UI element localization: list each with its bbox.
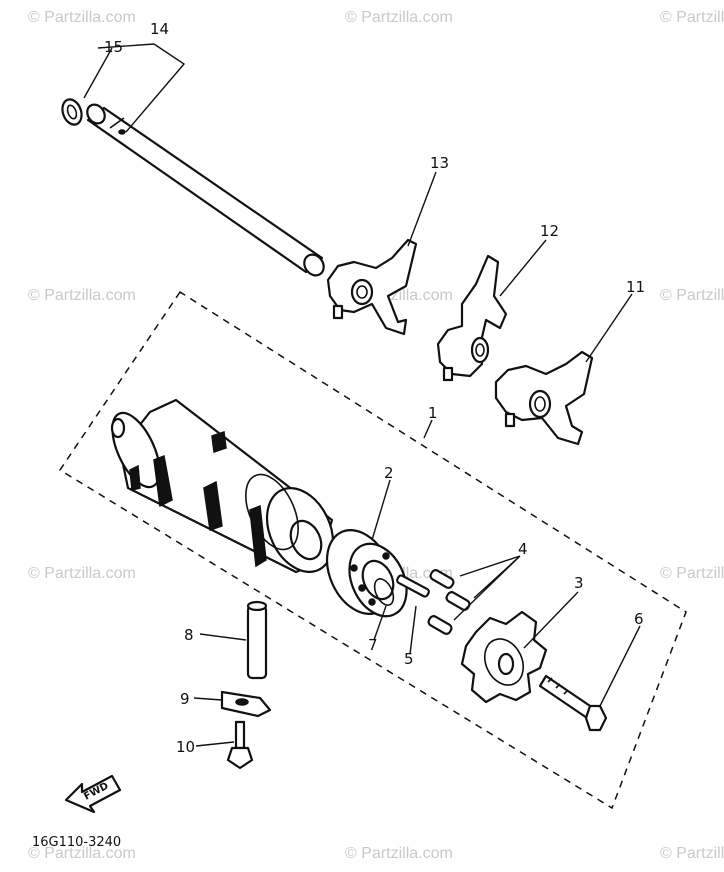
callout-15: 15 <box>104 38 123 56</box>
watermark: © Partzilla.com <box>28 9 136 26</box>
callout-3: 3 <box>574 574 584 592</box>
callout-4: 4 <box>518 540 528 558</box>
watermark: © Partzilla.com <box>28 287 136 304</box>
callout-7: 7 <box>368 636 378 654</box>
callouts: 15 14 13 12 11 1 2 4 3 6 7 5 8 9 10 <box>104 20 645 756</box>
callout-11: 11 <box>626 278 645 296</box>
shift-fork-part-12 <box>436 254 508 382</box>
callout-13: 13 <box>430 154 449 172</box>
callout-10: 10 <box>176 738 195 756</box>
watermark: © Partzilla.com <box>660 845 724 862</box>
watermark: © Partzilla.com <box>660 287 724 304</box>
watermark: © Partzilla.com <box>660 565 724 582</box>
watermark: © Partzilla.com <box>28 565 136 582</box>
forward-direction-arrow: FWD <box>64 774 122 814</box>
leader-lines <box>83 43 641 747</box>
assembly-boundary <box>58 290 687 810</box>
watermark: © Partzilla.com <box>660 9 724 26</box>
watermark: © Partzilla.com <box>345 845 453 862</box>
callout-5: 5 <box>404 650 414 668</box>
diagram-code: 16G110-3240 <box>32 835 121 850</box>
dowel-pin-part-5 <box>396 574 430 598</box>
shift-fork-part-11 <box>494 350 594 446</box>
callout-9: 9 <box>180 690 190 708</box>
watermark: © Partzilla.com <box>28 845 136 862</box>
callout-8: 8 <box>184 626 194 644</box>
guide-bar-part-14 <box>86 103 325 277</box>
plate-part-9 <box>220 690 272 718</box>
segment-part-3 <box>460 610 548 704</box>
callout-6: 6 <box>634 610 644 628</box>
callout-14: 14 <box>150 20 169 38</box>
callout-12: 12 <box>540 222 559 240</box>
watermark: © Partzilla.com <box>345 9 453 26</box>
circlip-part-7 <box>373 578 395 606</box>
bolt-part-6 <box>538 674 608 732</box>
callout-1: 1 <box>428 404 438 422</box>
shift-fork-part-13 <box>326 238 418 336</box>
pin-part-8 <box>246 600 268 680</box>
bolt-part-10 <box>226 720 254 770</box>
circlip-part-15 <box>61 98 83 126</box>
pins-part-4 <box>427 569 471 635</box>
shift-drum <box>110 398 335 574</box>
callout-2: 2 <box>384 464 394 482</box>
